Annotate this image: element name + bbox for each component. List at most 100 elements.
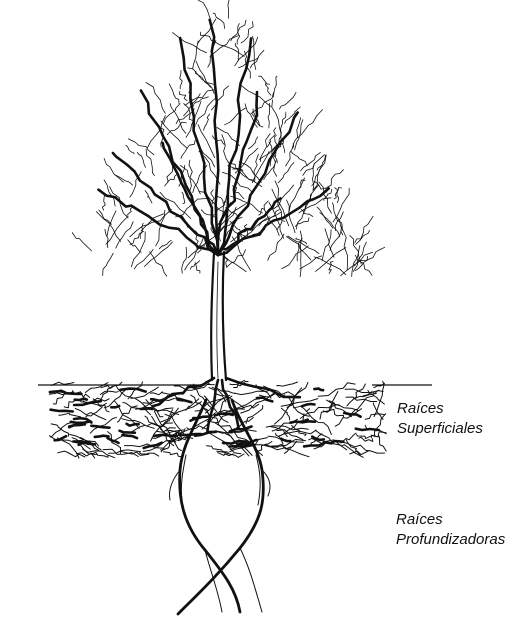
surface-root-thick: [140, 409, 152, 410]
surface-root-strand: [307, 412, 332, 435]
canopy-twig: [182, 192, 185, 204]
canopy-twig: [104, 158, 123, 182]
canopy-twig: [268, 103, 270, 128]
surface-root-strand: [246, 406, 263, 424]
surface-root-strand: [375, 414, 386, 437]
surface-root-strand: [241, 392, 276, 413]
surface-root-thick: [281, 439, 290, 441]
surface-root-thick: [71, 421, 91, 422]
canopy-twig: [330, 225, 342, 251]
surface-root-thick: [75, 399, 87, 400]
deep-roots-label: Raíces Profundizadoras: [396, 510, 505, 550]
surface-root-strand: [379, 435, 387, 451]
surface-root-strand: [287, 383, 308, 408]
canopy-twig: [99, 210, 112, 224]
surface-root-thick: [154, 435, 176, 436]
surface-root-thick: [95, 436, 109, 437]
canopy-twig: [198, 0, 211, 21]
canopy-twig: [274, 76, 277, 97]
canopy-twig: [233, 169, 254, 180]
surface-roots-label-line2: Superficiales: [397, 419, 483, 439]
surface-roots-label-line1: Raíces: [397, 399, 483, 419]
canopy-twig: [96, 212, 120, 242]
canopy-twig: [204, 114, 210, 130]
surface-root-strand: [86, 407, 102, 417]
surface-root-thick: [356, 429, 379, 430]
surface-root-thick: [51, 410, 73, 412]
canopy-twig: [253, 36, 256, 69]
deep-roots-label-line1: Raíces: [396, 510, 505, 530]
surface-roots-label: Raíces Superficiales: [397, 399, 483, 439]
canopy-twig: [126, 145, 134, 154]
canopy-twig: [144, 242, 172, 267]
deep-roots-label-line2: Profundizadoras: [396, 530, 505, 550]
surface-root-strand: [335, 441, 363, 457]
canopy-twig: [268, 234, 284, 260]
canopy-twig: [259, 76, 270, 84]
canopy-twig: [161, 121, 187, 148]
canopy-twig: [316, 248, 346, 272]
canopy-twig: [189, 160, 192, 191]
surface-root-thick: [257, 398, 272, 402]
surface-root-thick: [324, 441, 344, 443]
canopy-twig: [182, 247, 187, 273]
canopy-twig: [341, 252, 373, 275]
canopy-twig: [222, 135, 229, 163]
canopy-twig: [137, 152, 145, 167]
canopy-twig: [145, 191, 152, 203]
canopy-twig: [180, 70, 183, 88]
canopy-twig: [325, 229, 334, 257]
surface-root-strand: [164, 452, 183, 457]
canopy-twig: [288, 236, 319, 254]
surface-root-strand: [277, 382, 298, 386]
canopy-twig: [190, 261, 200, 270]
canopy-twig: [356, 217, 373, 245]
surface-root-thick: [344, 413, 360, 417]
canopy-twig: [299, 180, 305, 190]
surface-root-strand: [59, 413, 81, 417]
canopy-twig: [146, 149, 154, 176]
canopy-twig: [196, 61, 214, 93]
canopy-twig: [159, 240, 171, 249]
canopy-twig: [128, 240, 142, 253]
surface-root-strand: [266, 426, 308, 430]
tree-canopy: [72, 0, 385, 277]
surface-root-thick: [122, 435, 137, 438]
surface-root-strand: [281, 408, 289, 420]
canopy-twig: [110, 187, 129, 218]
canopy-twig: [343, 230, 348, 269]
surface-root-strand: [147, 423, 173, 427]
canopy-twig: [356, 255, 373, 275]
surface-root-thick: [91, 426, 109, 428]
surface-root-strand: [374, 381, 384, 387]
canopy-twig: [106, 216, 128, 244]
surface-root-thick: [144, 443, 162, 448]
canopy-twig: [282, 246, 308, 269]
surface-root-thick: [302, 404, 315, 406]
canopy-twig: [179, 91, 187, 100]
surface-root-thick: [230, 427, 252, 432]
canopy-twig: [225, 108, 246, 125]
canopy-twig: [329, 262, 333, 274]
surface-root-thick: [215, 414, 235, 416]
canopy-twig: [280, 92, 297, 109]
canopy-twig: [250, 50, 264, 68]
canopy-twig: [211, 190, 215, 204]
surface-root-thick: [50, 391, 64, 392]
surface-roots: [49, 378, 386, 458]
canopy-twig: [102, 195, 107, 210]
canopy-twig: [103, 253, 114, 275]
surface-root-strand: [335, 409, 361, 427]
canopy-twig: [115, 175, 133, 185]
canopy-twig: [251, 92, 273, 113]
canopy-twig: [181, 140, 195, 158]
canopy-twig: [300, 256, 322, 269]
canopy-twig: [327, 170, 344, 188]
canopy-twig: [272, 100, 281, 133]
canopy-twig: [249, 137, 258, 149]
surface-root-strand: [330, 409, 343, 417]
surface-root-strand: [58, 451, 85, 457]
surface-root-thick: [314, 389, 323, 391]
surface-root-thick: [111, 406, 119, 407]
canopy-twig: [167, 122, 186, 135]
